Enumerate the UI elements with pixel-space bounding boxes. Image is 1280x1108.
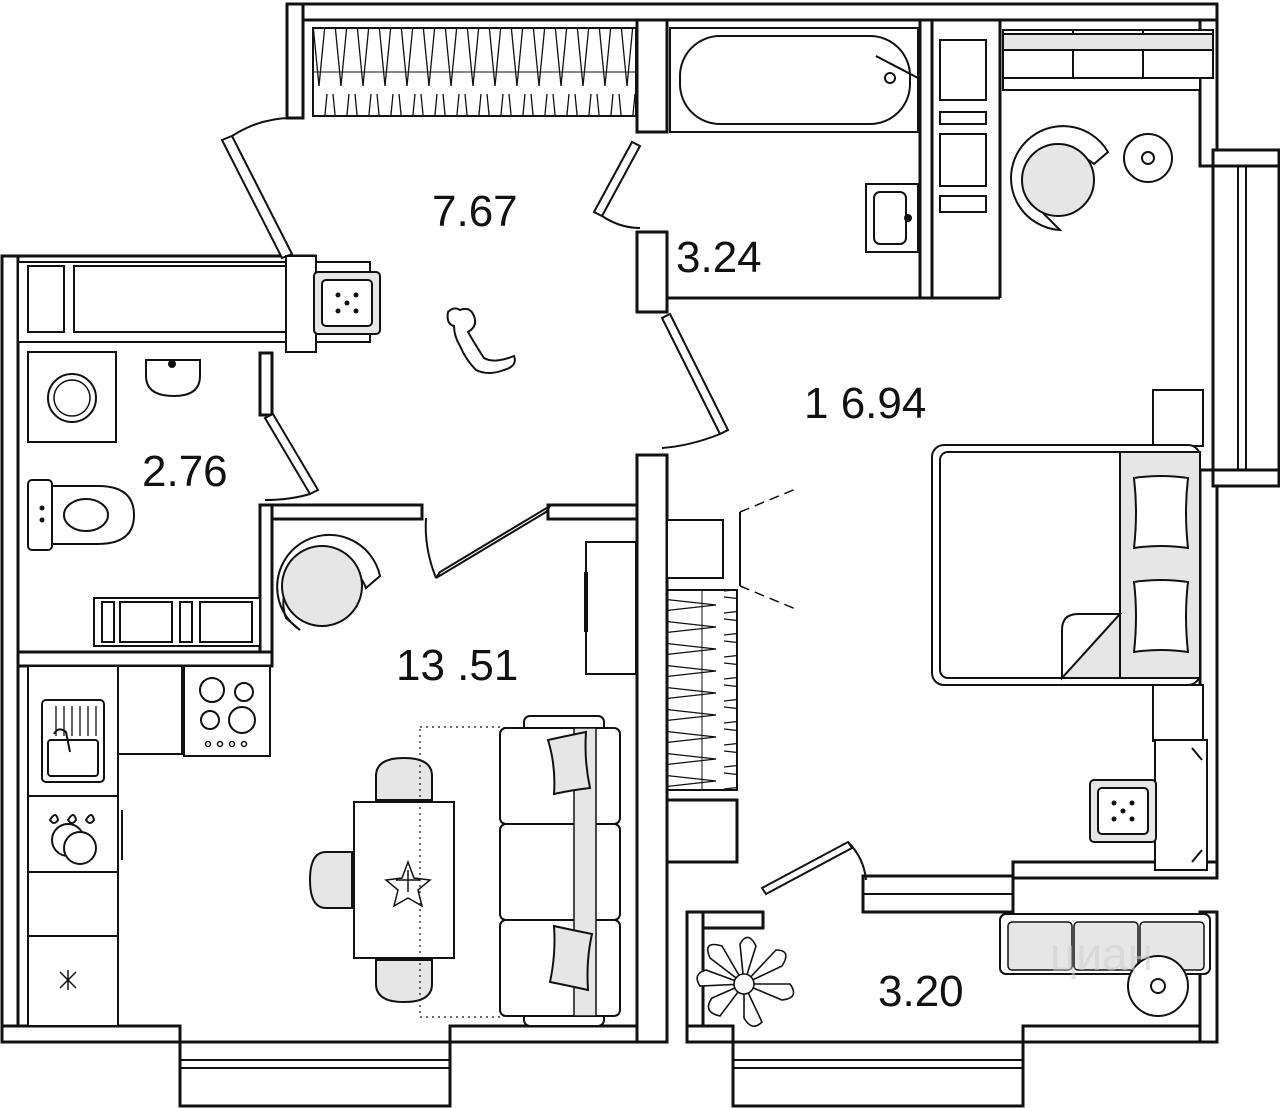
- kettle-icon: [48, 814, 97, 865]
- washing-machine-icon: [27, 351, 117, 443]
- dining-table-icon: [353, 801, 455, 959]
- sofa-icon: [419, 715, 621, 1027]
- hallway-area-label: 7.67: [432, 187, 518, 236]
- ventilation-shaft-icon: [1089, 779, 1157, 843]
- bathroom-cabinet: [939, 39, 987, 213]
- bedroom-wardrobe: [666, 487, 799, 791]
- bedroom-shelf: [1002, 29, 1214, 91]
- bedroom-desk: [1154, 739, 1208, 871]
- bed-icon: [931, 389, 1204, 742]
- hallway-wardrobe: [312, 27, 637, 117]
- kitchen-cabinet: [93, 597, 261, 647]
- pillow-icon: [1132, 475, 1190, 654]
- toilet-area-label: 2.76: [142, 447, 228, 496]
- watermark: циан: [1050, 928, 1153, 980]
- armchair-icon: [276, 533, 382, 631]
- round-table-icon: [1123, 133, 1173, 183]
- plant-icon: [384, 859, 432, 908]
- sink-icon: [145, 359, 201, 398]
- kitchen-living-area-label: 13 .51: [396, 641, 518, 690]
- plant-icon: [696, 936, 795, 1027]
- tv-stand: [584, 541, 637, 675]
- bathroom-area-label: 3.24: [676, 233, 762, 282]
- sink-icon: [865, 183, 919, 253]
- dog-icon: [446, 307, 516, 374]
- utility-storage: [17, 255, 371, 353]
- round-table-icon: [1127, 955, 1189, 1017]
- bedroom-area-label: 1 6.94: [804, 379, 926, 428]
- stove-icon: [183, 665, 271, 757]
- toilet-icon: [27, 479, 136, 551]
- ventilation-shaft-icon: [313, 271, 381, 335]
- bathtub-icon: [669, 27, 919, 133]
- balcony-area-label: 3.20: [878, 967, 964, 1016]
- armchair-icon: [1010, 125, 1110, 232]
- fridge-icon: [59, 970, 77, 990]
- doors: [220, 117, 867, 896]
- kitchen-sink-icon: [41, 699, 105, 783]
- chair-icon: [308, 756, 433, 1004]
